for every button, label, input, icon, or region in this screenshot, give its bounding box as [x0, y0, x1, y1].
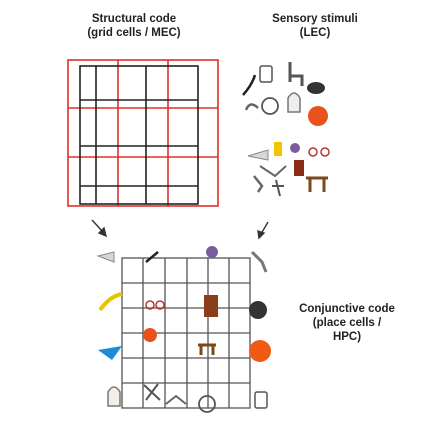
table-icon: [306, 176, 328, 192]
hat-icon: [307, 82, 325, 94]
chair-icon: [288, 62, 304, 86]
arrow-from-grid-head: [97, 226, 108, 238]
bicycle-icon-place: [145, 300, 165, 310]
grid-cell-panel: [67, 59, 219, 207]
cabinet-icon: [204, 295, 218, 317]
orange-icon: [249, 340, 271, 362]
teapot-icon: [261, 97, 279, 115]
cup-icon-place: [254, 391, 268, 409]
lock-icon-place: [107, 386, 121, 407]
arrow-from-sensory-head: [257, 229, 266, 240]
banana-icon: [98, 292, 123, 312]
red-grid: [67, 59, 219, 207]
sensory-stimuli-label: Sensory stimuli (LEC): [250, 12, 380, 40]
arrows: [91, 219, 269, 240]
bicycle-icon: [308, 147, 330, 157]
anchor-icon-place: [143, 383, 161, 401]
conjunctive-subtitle-2: HPC): [332, 331, 362, 343]
place-cell-icons: [96, 246, 271, 413]
bucket-icon: [253, 175, 264, 193]
structural-title: Structural code: [91, 13, 177, 25]
bucket-icon-place: [250, 250, 268, 273]
sensory-icon-cluster: [242, 62, 330, 197]
clothes-hanger-icon-place: [165, 394, 187, 405]
bag-icon: [294, 160, 304, 176]
sketch-line-icon-place: [145, 251, 159, 263]
sketch-line-icon: [242, 74, 257, 96]
rope-icon: [244, 103, 259, 111]
place-cell-grid: [121, 257, 251, 409]
hat-icon-place: [249, 301, 267, 319]
conjunctive-title: Conjunctive code: [299, 303, 395, 315]
lock-icon: [287, 92, 301, 113]
sensory-title: Sensory stimuli: [272, 13, 358, 25]
yellow-item-icon: [274, 142, 282, 156]
whistle-icon: [247, 149, 269, 161]
sensory-subtitle: (LEC): [299, 27, 331, 39]
conjunctive-code-label: Conjunctive code (place cells / HPC): [272, 302, 422, 344]
tomato-icon: [308, 106, 328, 126]
tomato-icon-place: [143, 328, 157, 342]
whistle-icon-place: [96, 251, 115, 263]
structural-code-label: Structural code (grid cells / MEC): [44, 12, 224, 40]
teapot-icon-place: [198, 395, 216, 413]
structural-subtitle: (grid cells / MEC): [87, 27, 181, 39]
purple-fruit-icon-place: [206, 246, 218, 258]
blue-bird-icon: [98, 346, 122, 360]
cup-icon: [259, 65, 273, 83]
anchor-icon: [272, 179, 284, 197]
purple-fruit-icon: [290, 143, 300, 153]
conjunctive-subtitle-1: (place cells /: [312, 317, 382, 329]
table-icon-place: [198, 343, 216, 355]
clothes-hanger-icon: [259, 165, 287, 178]
black-grid: [79, 65, 199, 205]
